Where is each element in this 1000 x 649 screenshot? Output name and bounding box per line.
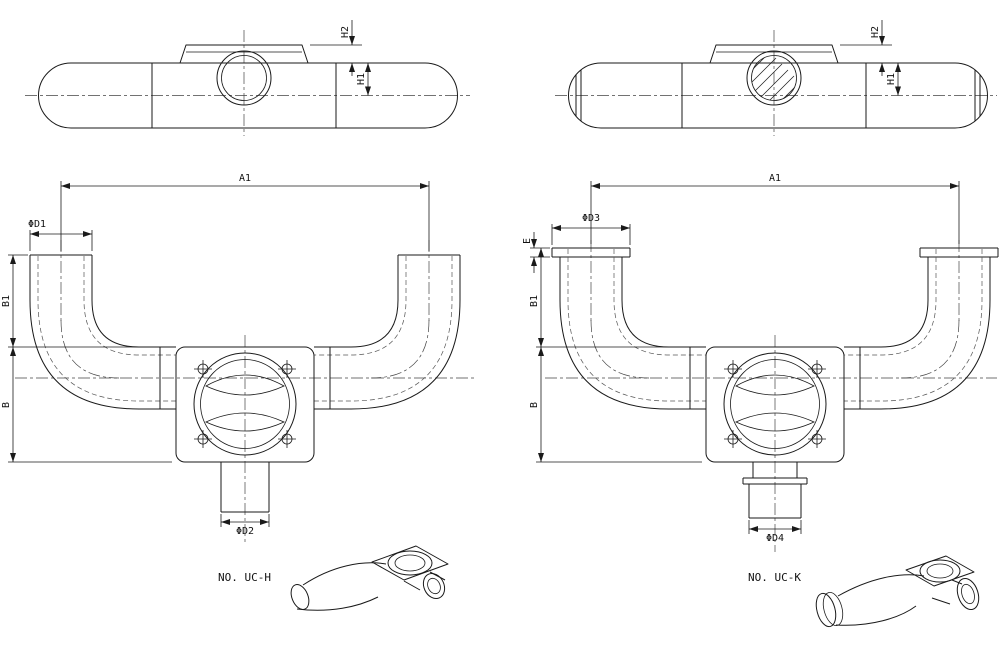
uch-top-body bbox=[38, 62, 458, 129]
dim-label-h1-left: H1 bbox=[356, 73, 367, 85]
uck-top-view: H2 H1 bbox=[555, 20, 997, 136]
uck-top-port-circle bbox=[746, 50, 802, 106]
uck-outlet-stub bbox=[742, 462, 808, 519]
dim-label-a1-right: A1 bbox=[769, 173, 781, 184]
dim-label-d2: ΦD2 bbox=[236, 526, 254, 537]
uck-flange bbox=[705, 346, 845, 463]
dim-label-d4: ΦD4 bbox=[766, 533, 784, 544]
uch-pipe-outline bbox=[29, 255, 176, 410]
uch-outlet-stub bbox=[220, 462, 270, 513]
uch-flange bbox=[175, 346, 315, 463]
part-number-left: NO. UC-H bbox=[218, 571, 271, 584]
uck-top-body bbox=[568, 62, 988, 129]
uck-bolt-holes bbox=[724, 360, 826, 448]
dim-label-b-left: B bbox=[1, 402, 12, 408]
uch-top-view: H2 H1 bbox=[25, 20, 470, 136]
uck-knurl-hatch bbox=[751, 55, 797, 101]
uch-top-boss bbox=[179, 44, 309, 64]
uch-top-port-circle bbox=[216, 50, 272, 106]
dim-label-h1-right: H1 bbox=[886, 73, 897, 85]
dim-label-h2-left: H2 bbox=[340, 26, 351, 38]
uck-pipe-outline bbox=[559, 257, 706, 410]
dim-label-b1-left: B1 bbox=[1, 295, 12, 307]
dim-label-e: E bbox=[522, 238, 533, 244]
uch-front-view: A1 ΦD1 B1 B ΦD2 bbox=[1, 173, 475, 545]
uck-front-view: A1 ΦD3 E B1 B ΦD4 bbox=[522, 173, 999, 552]
uch-isometric-view bbox=[290, 545, 449, 611]
uck-isometric-view bbox=[815, 555, 980, 628]
uch-bolt-holes bbox=[194, 360, 296, 448]
dim-label-b-right: B bbox=[529, 402, 540, 408]
part-number-right: NO. UC-K bbox=[748, 571, 801, 584]
dim-label-d3: ΦD3 bbox=[582, 213, 600, 224]
uck-top-boss bbox=[709, 44, 839, 64]
dim-label-h2-right: H2 bbox=[870, 26, 881, 38]
dim-label-d1: ΦD1 bbox=[28, 219, 46, 230]
dim-label-a1-left: A1 bbox=[239, 173, 251, 184]
dim-label-b1-right: B1 bbox=[529, 295, 540, 307]
